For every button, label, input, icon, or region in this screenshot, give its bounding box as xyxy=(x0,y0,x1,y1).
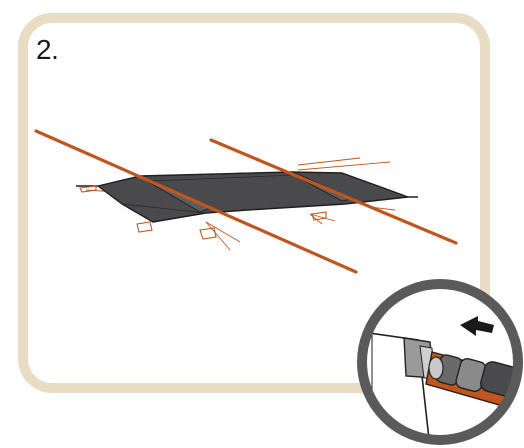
guy-lines xyxy=(85,157,396,251)
tent-body xyxy=(76,171,418,223)
step-number: 2. xyxy=(36,34,59,65)
magnifier-detail xyxy=(357,279,523,445)
corner-stakes xyxy=(79,185,327,240)
left-arrow-icon xyxy=(460,316,494,336)
step-panel xyxy=(18,13,490,393)
tent-poles xyxy=(34,129,458,274)
